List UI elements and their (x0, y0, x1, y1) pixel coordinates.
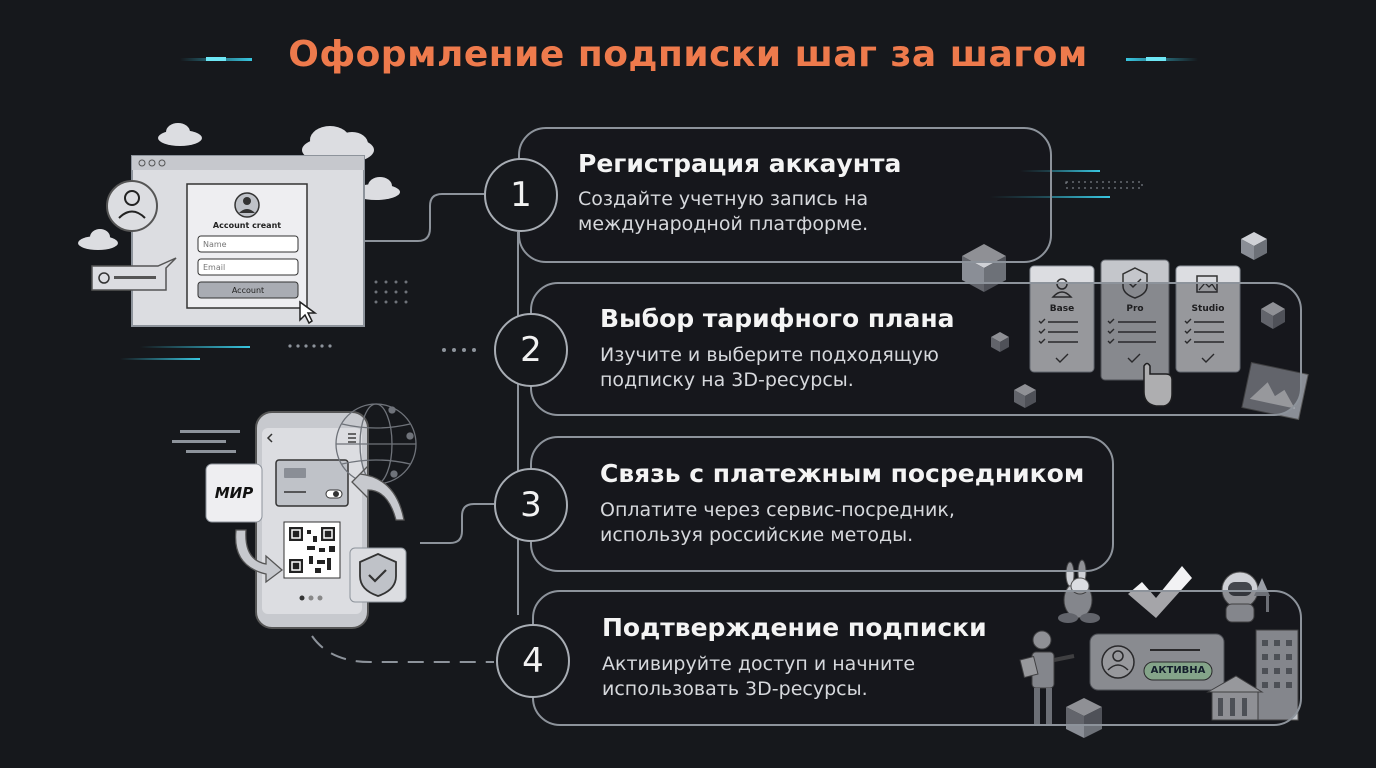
person-figure-icon (1019, 630, 1075, 724)
step-1-description: Создайте учетную запись на международной… (578, 187, 868, 237)
step-4-frame (532, 590, 1302, 726)
step-2-number: 2 (494, 313, 568, 387)
step-1-number: 1 (484, 158, 558, 232)
step-1-description-line-2: международной платформе. (578, 213, 869, 235)
plan-label-base: Base (1049, 304, 1075, 314)
user-avatar-icon (106, 180, 158, 232)
chat-bubble-icon (91, 257, 177, 291)
globe-icon (335, 403, 417, 485)
account-button-label: Account (231, 286, 265, 295)
step-2-description-line-2: подписку на 3D-ресурсы. (600, 369, 854, 391)
signup-form-heading: Account creant (212, 221, 282, 230)
step-1-description-line-1: Создайте учетную запись на (578, 188, 869, 210)
step-3-description: Оплатите через сервис-посредник, использ… (600, 498, 955, 548)
step-3-description-line-2: используя российские методы. (600, 524, 914, 546)
plan-label-pro: Pro (1126, 304, 1144, 314)
step-2-description-line-1: Изучите и выберите подходящую (600, 344, 939, 366)
step-1-frame (518, 127, 1052, 263)
active-status-badge: АКТИВНА (1150, 665, 1206, 676)
step-2-frame (530, 282, 1302, 416)
email-field-placeholder: Email (203, 263, 226, 272)
step-3-title: Связь с платежным посредником (600, 459, 1085, 488)
refresh-arrow-icons (234, 465, 405, 584)
mir-logo-label: МИР (214, 484, 254, 502)
step-4-title: Подтверждение подписки (602, 613, 987, 642)
browser-window-illustration (131, 155, 365, 327)
plan-label-studio: Studio (1191, 304, 1225, 314)
step-4-description-line-2: использовать 3D-ресурсы. (602, 678, 868, 700)
phone-illustration (255, 411, 369, 629)
plan-card-pro (1100, 259, 1173, 407)
step-3-frame (530, 436, 1114, 572)
mir-card-icon (205, 463, 263, 523)
step-4-description: Активируйте доступ и начните использоват… (602, 652, 915, 702)
step-2-title: Выбор тарифного плана (600, 304, 955, 333)
connector-lines (311, 193, 519, 663)
step-1-title: Регистрация аккаунта (578, 149, 902, 178)
name-field-placeholder: Name (203, 240, 227, 249)
plan-card-studio (1175, 265, 1241, 373)
user-status-card (1089, 633, 1225, 691)
step-3-number: 3 (494, 468, 568, 542)
shield-check-icon (349, 547, 407, 603)
dot-grid (374, 280, 408, 304)
step-3-description-line-1: Оплатите через сервис-посредник, (600, 499, 955, 521)
plan-card-base (1029, 265, 1095, 373)
page-title: Оформление подписки шаг за шагом (288, 34, 1088, 75)
step-4-number: 4 (496, 624, 570, 698)
dotted-marks (288, 344, 476, 352)
title-glow-lines (180, 57, 1198, 61)
step-2-description: Изучите и выберите подходящую подписку н… (600, 343, 939, 393)
checkmark-icon (1128, 566, 1192, 618)
step-4-description-line-1: Активируйте доступ и начните (602, 653, 916, 675)
